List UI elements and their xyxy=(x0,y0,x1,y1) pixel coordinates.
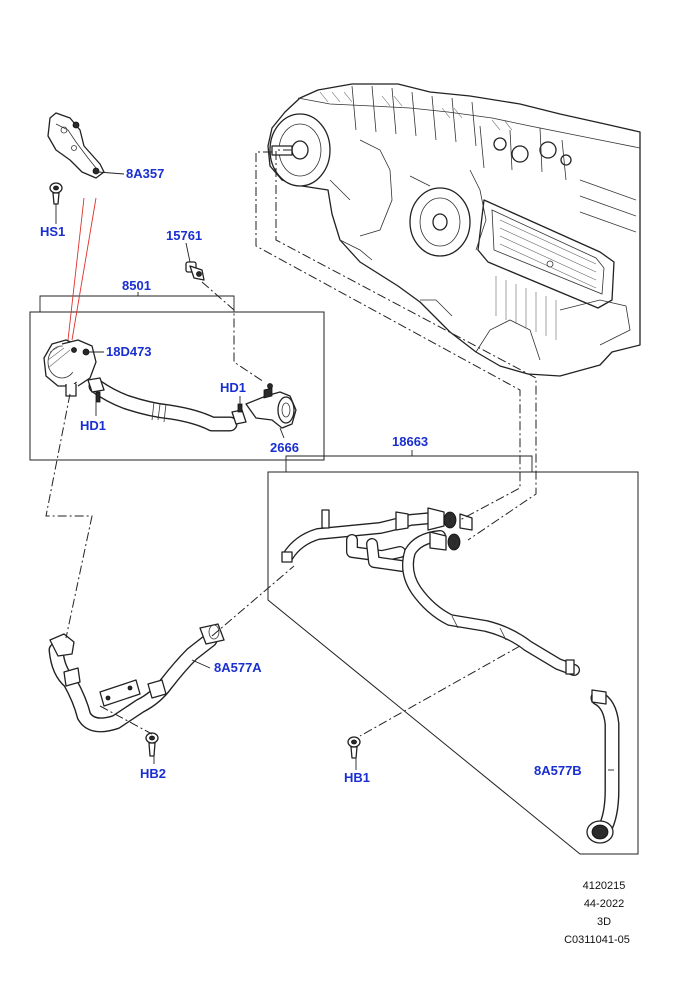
callout-15761[interactable]: 15761 xyxy=(166,228,202,243)
callout-hd1-left[interactable]: HD1 xyxy=(80,418,106,433)
callout-18663[interactable]: 18663 xyxy=(392,434,428,449)
reference-block: 4120215 44-2022 3D C0311041-05 xyxy=(564,880,630,946)
screw-hs1[interactable] xyxy=(49,182,63,205)
bolt-hb1[interactable] xyxy=(347,736,361,759)
callout-18d473[interactable]: 18D473 xyxy=(106,344,152,359)
hose-clip-left[interactable] xyxy=(87,377,105,403)
ref-date: 44-2022 xyxy=(584,898,624,910)
kit-box-8501 xyxy=(29,311,325,461)
callout-hd1-right[interactable]: HD1 xyxy=(220,380,246,395)
pipe-assembly-box xyxy=(267,471,639,855)
sensor-15761[interactable] xyxy=(185,261,205,281)
callout-8a577a[interactable]: 8A577A xyxy=(214,660,262,675)
hvac-unit xyxy=(267,83,641,377)
red-leader xyxy=(67,197,85,341)
ref-code: C0311041-05 xyxy=(564,934,630,946)
pipe-assembly-18663[interactable] xyxy=(281,507,580,676)
callout-hb1[interactable]: HB1 xyxy=(344,770,370,785)
callouts: 8A357 HS1 15761 8501 18D473 HD1 HD1 2666… xyxy=(40,166,582,785)
pump-hose[interactable] xyxy=(88,378,238,432)
ref-number: 4120215 xyxy=(583,880,626,892)
callout-hs1[interactable]: HS1 xyxy=(40,224,65,239)
hose-clip-right[interactable] xyxy=(231,403,247,425)
callout-2666[interactable]: 2666 xyxy=(270,440,299,455)
callout-8a357[interactable]: 8A357 xyxy=(126,166,164,181)
ref-view: 3D xyxy=(597,916,611,928)
connector-2666[interactable] xyxy=(245,383,297,429)
callout-8501[interactable]: 8501 xyxy=(122,278,151,293)
bolt-hb2[interactable] xyxy=(145,732,159,757)
leader-lines xyxy=(39,171,614,771)
hose-8a577b[interactable] xyxy=(586,689,620,844)
coolant-pump[interactable] xyxy=(43,339,97,397)
red-leader xyxy=(71,197,97,341)
callout-hb2[interactable]: HB2 xyxy=(140,766,166,781)
hose-8a577a[interactable] xyxy=(48,623,225,733)
callout-8a577b[interactable]: 8A577B xyxy=(534,763,582,778)
bracket-8a357[interactable] xyxy=(47,112,105,179)
